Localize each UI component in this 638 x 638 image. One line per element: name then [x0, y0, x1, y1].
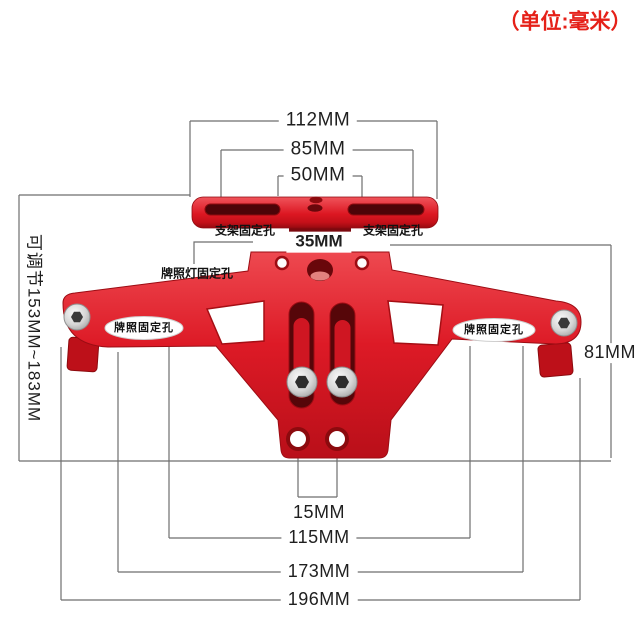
right-arm-cutout — [387, 300, 444, 346]
dim-label-85mm: 85MM — [283, 139, 353, 161]
label-oval-right — [452, 318, 536, 342]
label-plate-fix-hole-right: 牌照固定孔 — [464, 323, 524, 336]
plate-center-hole-bottom — [307, 204, 323, 212]
dim-label-35mm: 35MM — [286, 231, 352, 253]
tab-hole-left — [290, 431, 306, 447]
end-screw-right — [550, 309, 578, 337]
label-bracket-fix-hole-left: 支架固定孔 — [214, 223, 276, 238]
dim-label-81mm: 81MM — [576, 342, 638, 363]
license-light-hole-right — [354, 255, 370, 271]
dim-label-196mm: 196MM — [280, 589, 358, 610]
label-plate-fix-hole-left: 牌照固定孔 — [114, 321, 174, 334]
label-bracket-fix-hole-right: 支架固定孔 — [362, 223, 424, 238]
dim-label-115mm: 115MM — [281, 527, 357, 548]
left-arm-cutout — [205, 300, 265, 345]
dim-label-112mm: 112MM — [278, 110, 358, 132]
dim-label-173mm: 173MM — [280, 561, 358, 582]
center-screw-left — [286, 366, 318, 398]
dim-line-adjustable — [18, 194, 190, 461]
end-screw-left — [63, 303, 91, 331]
center-hole-highlight — [310, 271, 330, 281]
dim-label-50mm: 50MM — [283, 165, 353, 187]
right-clamp-hook — [537, 342, 574, 378]
label-oval-left — [104, 316, 184, 340]
dim-label-15mm: 15MM — [285, 502, 353, 523]
plate-slot-right — [347, 203, 425, 216]
center-screw-right — [326, 366, 358, 398]
main-bracket-body — [62, 251, 582, 459]
dim-label-adjustable-range: 可调节153MM~183MM — [23, 227, 43, 429]
plate-center-hole-top — [309, 196, 323, 204]
top-mounting-plate — [191, 196, 439, 229]
label-plate-light-fix-hole: 牌照灯固定孔 — [160, 266, 234, 281]
plate-slot-left — [204, 203, 281, 216]
license-light-hole-left — [274, 255, 290, 271]
tab-hole-right — [329, 431, 345, 447]
unit-note: （单位:毫米） — [498, 10, 632, 34]
